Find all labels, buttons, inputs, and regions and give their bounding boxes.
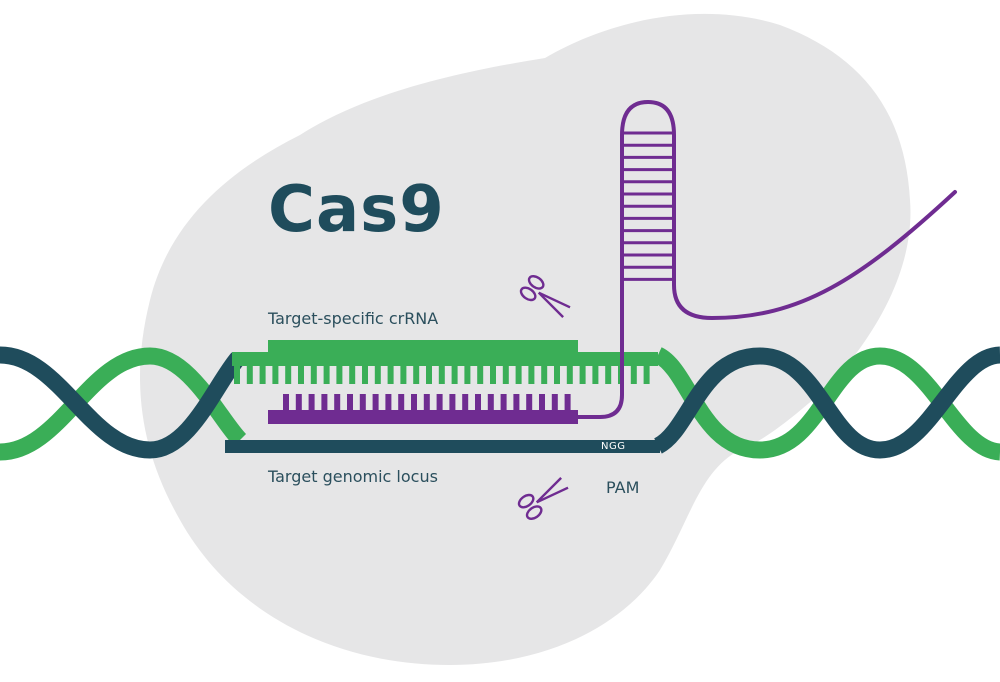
crrna-tooth [475, 394, 481, 412]
crrna-tooth [539, 394, 545, 412]
crrna-tooth [347, 394, 353, 412]
crrna-teeth [283, 394, 571, 412]
green-tooth [605, 364, 612, 384]
green-tooth [234, 364, 240, 384]
green-tooth [464, 364, 471, 384]
crrna-tooth [321, 394, 328, 412]
crrna-strand [268, 394, 578, 424]
green-tooth [643, 364, 650, 384]
green-tooth [528, 364, 535, 384]
scissors-icon [519, 275, 571, 318]
background-blob [140, 13, 911, 665]
crrna-label: Target-specific crRNA [268, 309, 439, 328]
crrna-tooth [295, 394, 302, 412]
crrna-tooth [423, 394, 430, 412]
scissors-icon [517, 477, 569, 520]
green-tooth [515, 364, 522, 384]
green-tooth [362, 364, 368, 384]
green-tooth [566, 364, 573, 384]
crrna-tooth [487, 394, 494, 412]
green-tooth [336, 364, 343, 384]
pam-label: PAM [606, 478, 640, 497]
green-tooth [630, 364, 637, 384]
green-tooth [438, 364, 445, 384]
crrna-tooth [449, 394, 456, 412]
green-tooth [374, 364, 381, 384]
green-tooth [426, 364, 432, 384]
green-tooth [413, 364, 420, 384]
green-tooth [477, 364, 484, 384]
crrna-tooth [513, 394, 520, 412]
crrna-tooth [308, 394, 315, 412]
tracrrna-hairpin [576, 99, 957, 419]
green-tooth [592, 364, 599, 384]
green-tooth [451, 364, 458, 384]
green-tooth [285, 364, 292, 384]
crrna-tooth [564, 394, 571, 412]
left-dna-helix [0, 346, 247, 461]
crrna-tooth [411, 394, 417, 412]
genomic-locus-strand [225, 440, 660, 453]
green-tooth [387, 364, 394, 384]
crrna-tooth [500, 394, 507, 412]
crrna-tooth [436, 394, 443, 412]
green-tooth [541, 364, 548, 384]
right-dna-helix [653, 346, 1000, 461]
green-tooth [246, 364, 253, 384]
crrna-tooth [334, 394, 341, 412]
green-tooth [259, 364, 266, 384]
green-tooth [400, 364, 407, 384]
crrna-tooth [359, 394, 366, 412]
crrna-tooth [551, 394, 558, 412]
crrna-tooth [526, 394, 533, 412]
crrna-tooth [385, 394, 392, 412]
green-tooth [349, 364, 356, 384]
green-tooth [490, 364, 496, 384]
crrna-tooth [372, 394, 379, 412]
green-tooth [272, 364, 279, 384]
green-tooth [554, 364, 560, 384]
diagram-title: Cas9 [268, 173, 445, 247]
green-tooth [579, 364, 586, 384]
green-tooth [298, 364, 304, 384]
genomic-locus-label: Target genomic locus [268, 467, 438, 486]
crrna-tooth [283, 394, 289, 412]
green-tooth [310, 364, 317, 384]
crrna-tooth [462, 394, 469, 412]
pam-sequence-label: NGG [601, 441, 626, 452]
green-tooth [323, 364, 330, 384]
green-tooth [502, 364, 509, 384]
crrna-tooth [398, 394, 405, 412]
